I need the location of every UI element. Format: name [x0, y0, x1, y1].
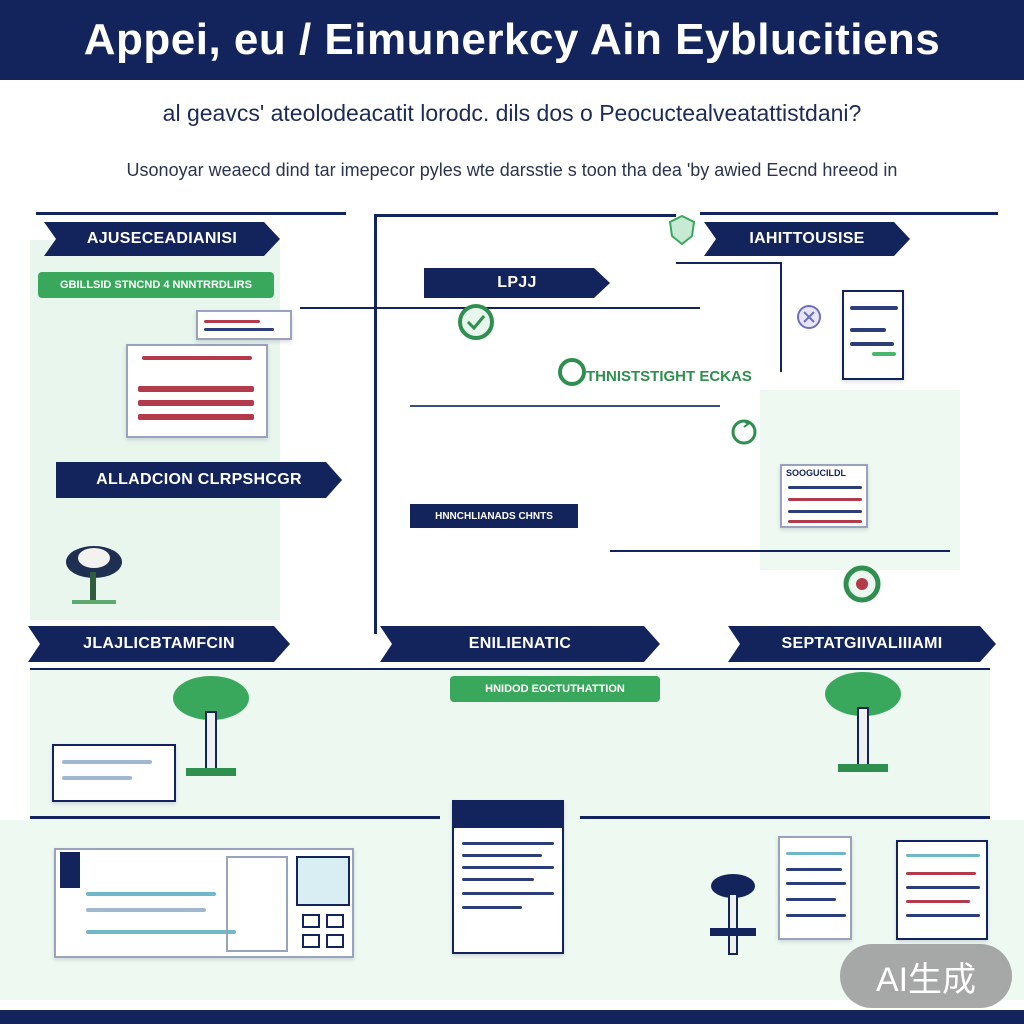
document-card-bottom-right-1	[778, 836, 852, 940]
page-title: Appei, eu / Eimunerkcy Ain Eyblucitiens	[0, 0, 1024, 80]
footer-bar	[0, 1010, 1024, 1024]
top-rule-right	[700, 212, 998, 215]
center-left-connector	[374, 214, 377, 634]
form-card-top-right	[842, 290, 904, 380]
banner-bottom-left: JLAJLICBTAMFCIN	[28, 626, 290, 662]
tree-illustration-right	[825, 672, 901, 772]
tree-icon	[66, 546, 122, 604]
section-rule-1	[30, 668, 990, 670]
document-stack-card	[126, 344, 268, 438]
sync-icon	[731, 419, 757, 445]
right-connector	[780, 262, 782, 372]
lamp-illustration	[710, 874, 756, 955]
document-card-bottom-center	[452, 800, 564, 954]
mid-flow-line-2	[410, 405, 720, 407]
navy-tag-mid: HNNCHLIANADS CHNTS	[410, 504, 578, 528]
banner-top-right: IAHITTOUSISE	[704, 222, 910, 256]
banner-center-top: LPJJ	[424, 268, 610, 298]
calendar-card: SOOGUCILDL	[780, 464, 868, 528]
ring-icon	[558, 358, 586, 386]
green-mid-label: THNISTSTIGHT ECKAS	[586, 368, 752, 385]
page-subtitle: al geavcs' ateolodeacatit lorodc. dils d…	[162, 100, 862, 126]
document-card-bottom-right-2	[896, 840, 988, 940]
center-top-connector	[376, 214, 676, 217]
mid-flow-line-3	[610, 550, 950, 552]
banner-bottom-right: SEPTATGIIVALIIIAMI	[728, 626, 996, 662]
green-tag-top-left: GBILLSID STNCND 4 NNNTRRDLIRS	[38, 272, 274, 298]
ai-generated-watermark: AI生成	[840, 944, 1012, 1008]
green-tag-bottom-center: HNIDOD EOCTUTHATTION	[450, 676, 660, 702]
mid-flow-line	[300, 307, 700, 309]
section-rule-2	[30, 816, 440, 819]
gear-icon	[843, 565, 881, 603]
tree-illustration-left	[173, 676, 249, 776]
close-circle-icon	[797, 305, 821, 329]
banner-bottom-center: ENILIENATIC	[380, 626, 660, 662]
shield-icon	[668, 214, 696, 246]
banner-top-left: AJUSECEADIANISI	[44, 222, 280, 256]
page-description: Usonoyar weaecd dind tar imepecor pyles …	[126, 160, 898, 180]
right-flow-line	[676, 262, 782, 264]
banner-middle-left: ALLADCION CLRPSHCGR	[56, 462, 342, 498]
toolbar-card	[196, 310, 292, 340]
top-rule-left	[36, 212, 346, 215]
check-circle-icon	[458, 304, 494, 340]
dashboard-card-bottom-left	[54, 848, 354, 958]
section-rule-3	[580, 816, 990, 819]
console-card-left	[52, 744, 176, 802]
calendar-header: SOOGUCILDL	[786, 468, 846, 478]
